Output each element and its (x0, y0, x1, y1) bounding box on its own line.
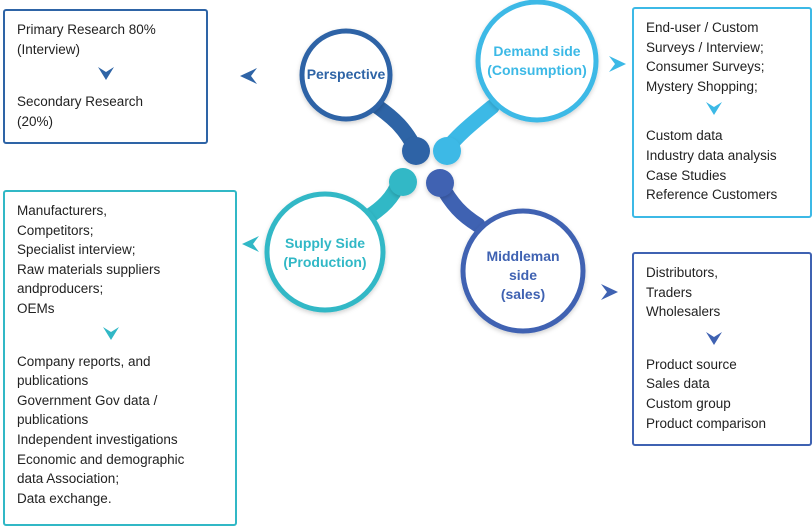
demand-primary-line: End-user / Custom (646, 20, 759, 35)
chevron-down-icon (706, 102, 722, 116)
supply-secondary-line: Government Gov data / (17, 392, 158, 408)
chevron-left-icon (242, 236, 259, 252)
perspective-primary-line: Primary Research 80% (17, 22, 156, 37)
demand-secondary-line: Case Studies (646, 167, 727, 183)
chevron-right-icon (601, 284, 618, 300)
demand-label: Demand side (Consumption) (487, 43, 587, 78)
demand-box: End-user / Custom Surveys / Interview; C… (632, 7, 812, 218)
middleman-secondary-line: Sales data (646, 376, 710, 392)
perspective-hub-dot (402, 137, 430, 165)
perspective-label: Perspective (306, 66, 386, 82)
demand-primary-line: Surveys / Interview; (646, 39, 764, 55)
supply-hub-dot (389, 168, 417, 196)
middleman-secondary-line: Custom group (646, 395, 731, 411)
demand-secondary-line: Reference Customers (646, 187, 778, 203)
supply-secondary-line: Economic and demographic (17, 451, 185, 467)
perspective-secondary-line: Secondary Research (17, 94, 144, 110)
demand-primary-line: Consumer Surveys; (646, 59, 765, 75)
demand-secondary-line: Industry data analysis (646, 147, 777, 163)
middleman-primary-line: Traders (646, 284, 693, 300)
supply-secondary-line: publications (17, 373, 89, 389)
middleman-circle (460, 208, 586, 334)
supply-secondary-line: publications (17, 412, 89, 428)
supply-circle (264, 191, 386, 313)
supply-secondary-line: data Association; (17, 471, 120, 487)
middleman-box: Distributors, Traders Wholesalers Produc… (632, 252, 812, 446)
middleman-secondary-line: Product source (646, 356, 737, 372)
supply-primary-line: OEMs (17, 300, 55, 316)
supply-secondary-line: Company reports, and (17, 353, 151, 369)
supply-primary-line: andproducers; (17, 281, 104, 297)
supply-primary-line: Manufacturers, (17, 203, 108, 218)
supply-primary-line: Raw materials suppliers (17, 261, 161, 277)
supply-secondary-line: Independent investigations (17, 431, 178, 447)
perspective-secondary-line: (20%) (17, 113, 54, 129)
chevron-down-icon (706, 331, 722, 345)
demand-primary-line: Mystery Shopping; (646, 78, 758, 94)
supply-label: Supply Side (Production) (283, 235, 367, 270)
demand-circle (475, 0, 599, 123)
middleman-primary-line: Distributors, (646, 265, 719, 280)
middleman-primary-line: Wholesalers (646, 304, 721, 320)
perspective-circle (299, 28, 393, 122)
supply-secondary-line: Data exchange. (17, 490, 112, 506)
demand-hub-dot (433, 137, 461, 165)
middleman-hub-dot (426, 169, 454, 197)
chevron-left-icon (240, 68, 257, 84)
supply-primary-line: Specialist interview; (17, 242, 136, 258)
chevron-down-icon (98, 67, 114, 81)
perspective-box: Primary Research 80% (Interview) Seconda… (3, 9, 208, 144)
middleman-label: Middleman side (sales) (486, 248, 560, 302)
supply-primary-line: Competitors; (17, 222, 94, 238)
supply-box: Manufacturers, Competitors; Specialist i… (3, 190, 237, 526)
demand-secondary-line: Custom data (646, 128, 723, 144)
chevron-down-icon (103, 326, 119, 340)
middleman-secondary-line: Product comparison (646, 415, 767, 431)
chevron-right-icon (609, 56, 626, 72)
perspective-primary-line: (Interview) (17, 41, 81, 57)
